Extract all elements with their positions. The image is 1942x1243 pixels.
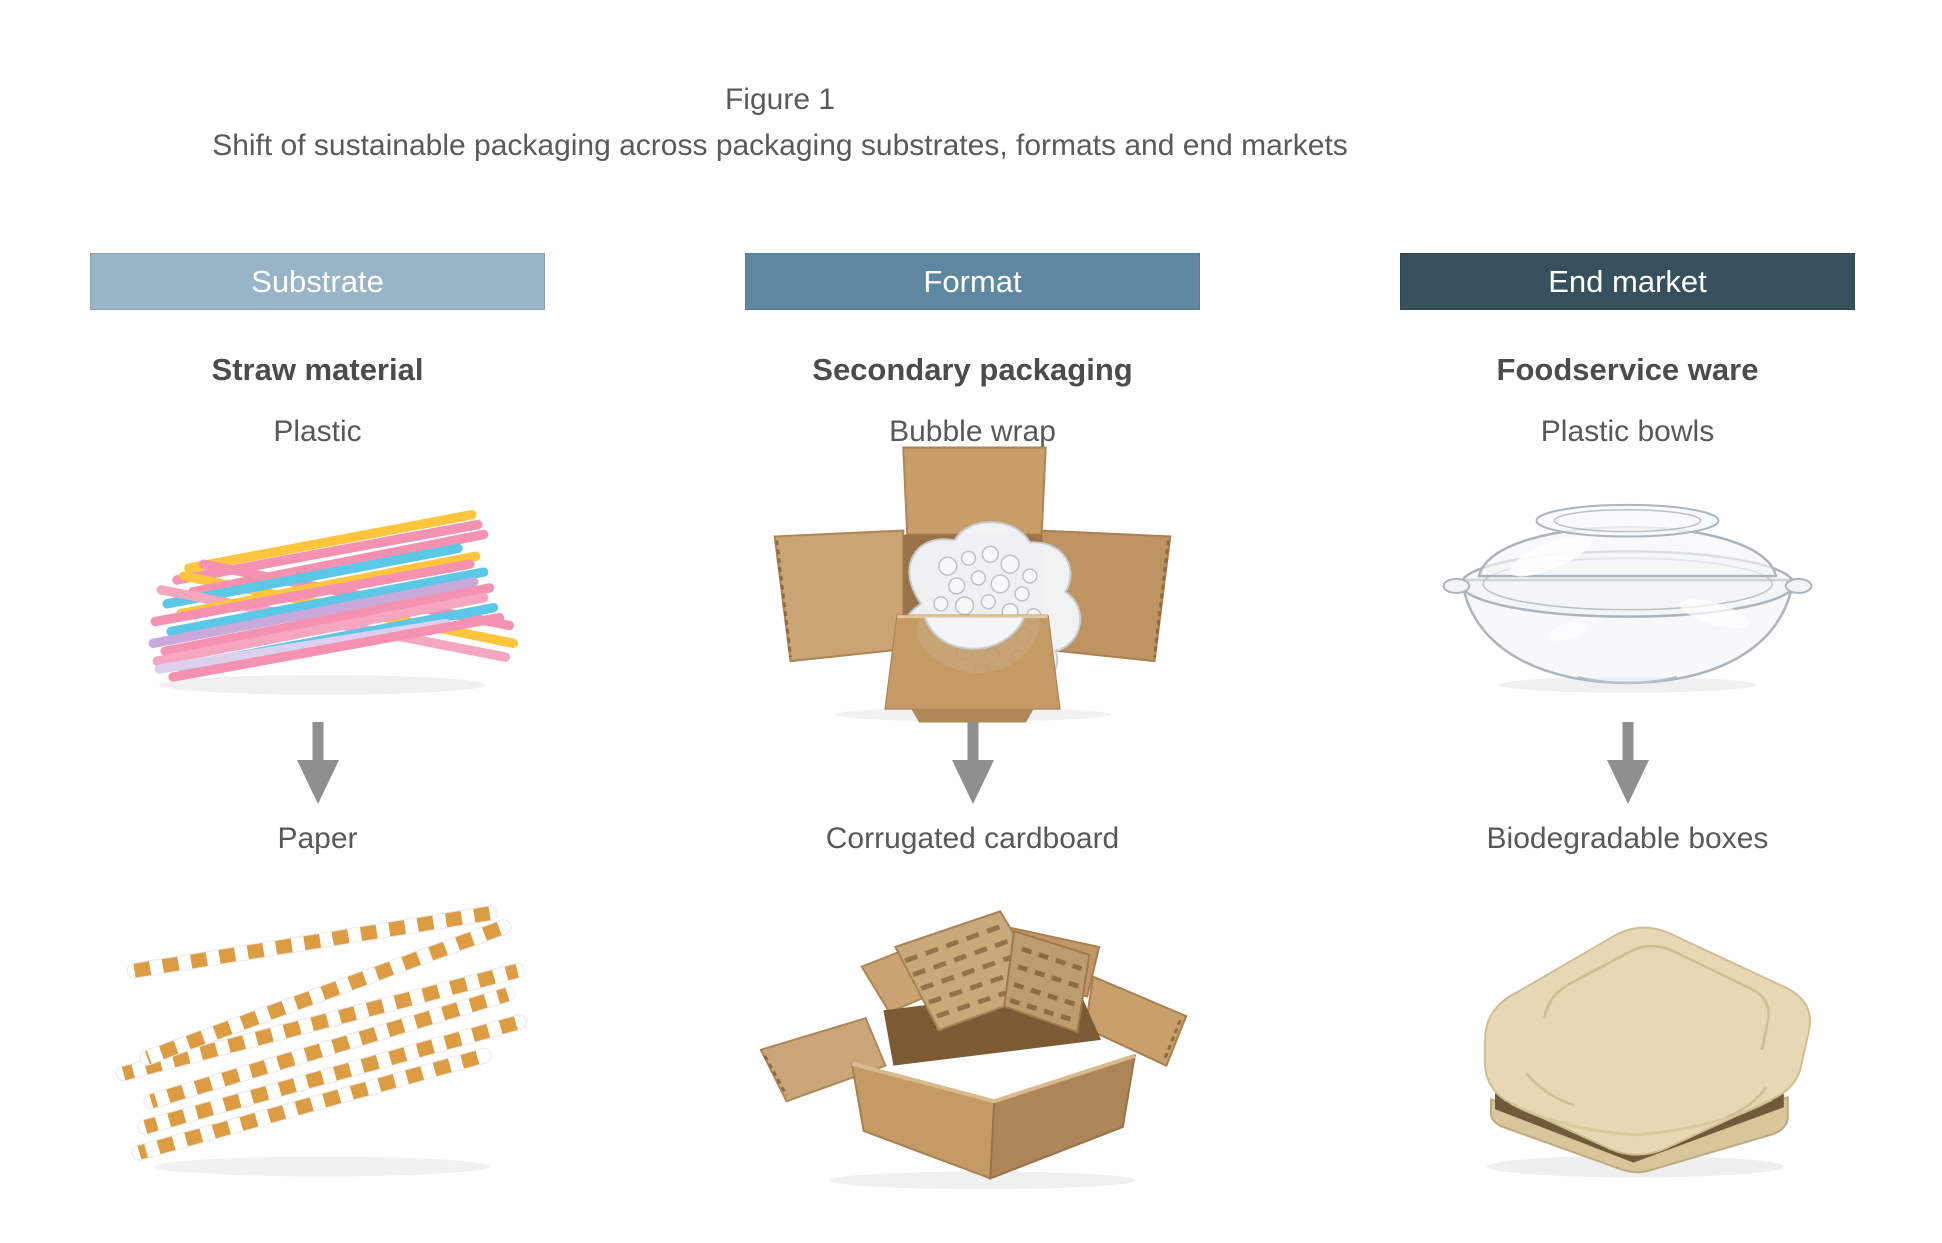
figure-subtitle: Shift of sustainable packaging across pa… [212,129,1348,162]
format-to-label: Corrugated cardboard [825,822,1120,855]
substrate-category-label: Straw material [211,352,424,387]
substrate-shift-arrow [296,722,340,804]
down-arrow-icon [296,722,339,804]
end-market-column: End market Foodservice ware Plastic bowl… [1400,253,1855,1203]
end-market-from-label: Plastic bowls [1540,415,1715,448]
biodegradable-box-image [1400,868,1855,1203]
substrate-from-label: Plastic [273,415,362,448]
plastic-bowl-image [1400,456,1855,706]
figure-title-block: Figure 1 Shift of sustainable packaging … [0,80,1560,166]
substrate-column: Substrate Straw material Plastic [90,253,545,1203]
paper-straws-image [90,868,545,1203]
format-category-label: Secondary packaging [812,352,1133,387]
substrate-header-bar: Substrate [90,253,545,310]
bubble-wrap-box-image [745,446,1200,723]
down-arrow-icon [1606,722,1649,804]
end-market-shift-arrow [1606,722,1650,804]
format-column: Format Secondary packaging Bubble wrap [745,253,1200,1203]
format-shift-arrow [951,722,995,804]
down-arrow-icon [951,722,994,804]
plastic-straws-image [90,456,545,706]
substrate-to-label: Paper [277,822,358,855]
format-header-bar: Format [745,253,1200,310]
end-market-category-label: Foodservice ware [1496,352,1759,387]
format-from-label: Bubble wrap [889,415,1056,448]
corrugated-cardboard-box-image [745,868,1200,1203]
end-market-header-bar: End market [1400,253,1855,310]
figure-title: Figure 1 [724,83,836,116]
end-market-to-label: Biodegradable boxes [1486,822,1769,855]
